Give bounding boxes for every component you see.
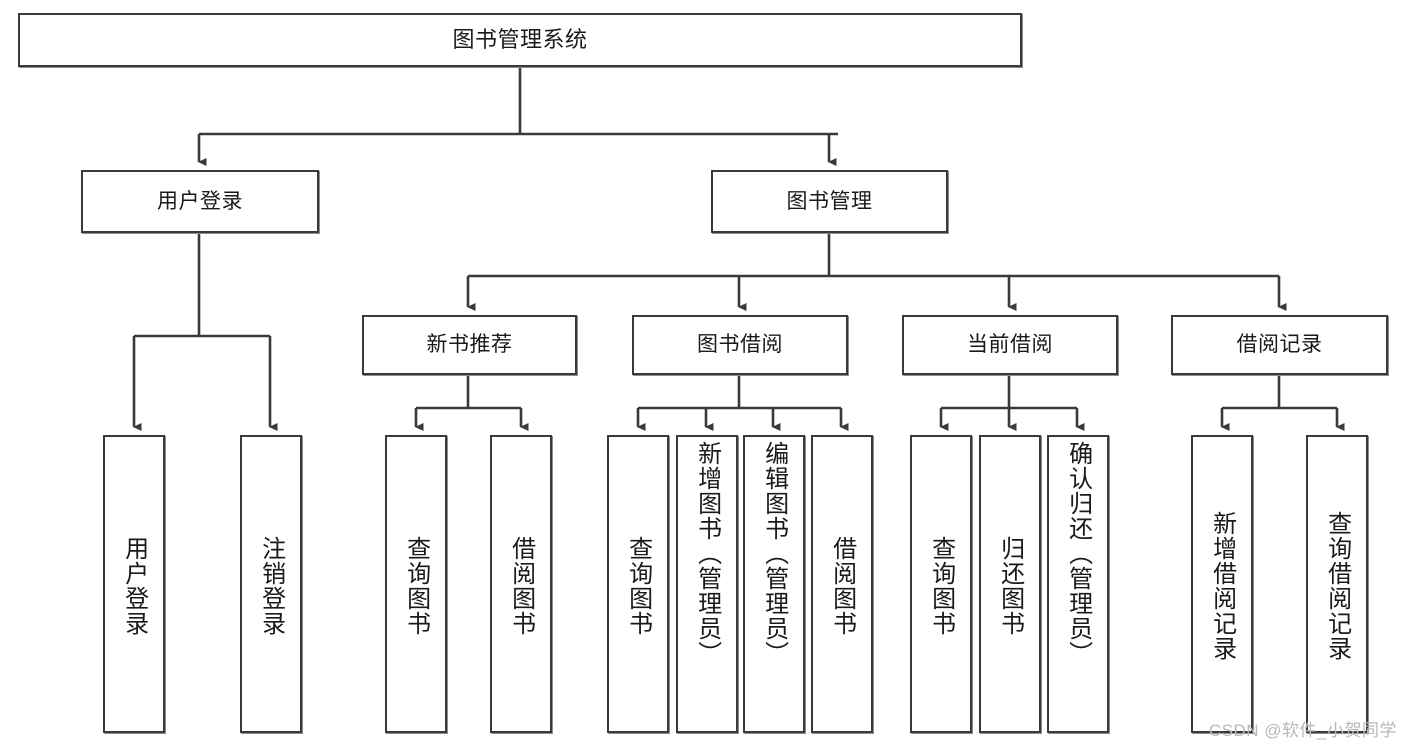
node-leaf-user-login[interactable]: 用户登录 <box>103 435 165 733</box>
watermark-text: CSDN @软件_小贺同学 <box>1208 721 1397 740</box>
edge-group-book-borrow <box>636 375 849 431</box>
node-book-borrow[interactable]: 图书借阅 <box>632 315 848 375</box>
node-leaf-query-book-3-label: 查询图书 <box>927 536 955 636</box>
edge-group-user-login <box>132 233 278 431</box>
node-leaf-return-book-label: 归还图书 <box>996 536 1024 636</box>
node-borrow-record[interactable]: 借阅记录 <box>1171 315 1388 375</box>
node-leaf-logout-login-label: 注销登录 <box>257 536 285 636</box>
node-current-borrow-label: 当前借阅 <box>967 333 1053 357</box>
edge-group-new-book-recommend <box>414 375 529 431</box>
edge-group-book-management <box>466 233 1287 311</box>
node-new-book-recommend[interactable]: 新书推荐 <box>362 315 577 375</box>
node-new-book-recommend-label: 新书推荐 <box>426 333 513 357</box>
node-leaf-query-book-1-label: 查询图书 <box>402 536 430 636</box>
node-leaf-add-record-label: 新增借阅记录 <box>1208 511 1236 661</box>
node-leaf-query-book-2[interactable]: 查询图书 <box>607 435 669 733</box>
node-user-login-label: 用户登录 <box>157 189 243 213</box>
node-leaf-query-book-2-label: 查询图书 <box>624 536 652 636</box>
node-leaf-borrow-book-1-label: 借阅图书 <box>507 536 535 636</box>
node-book-management-label: 图书管理 <box>786 189 873 213</box>
node-leaf-add-book-label: 新增图书（管理员） <box>693 441 721 666</box>
node-leaf-user-login-label: 用户登录 <box>120 536 148 636</box>
node-leaf-edit-book-label: 编辑图书（管理员） <box>760 441 788 666</box>
node-current-borrow[interactable]: 当前借阅 <box>902 315 1118 375</box>
node-leaf-borrow-book-2[interactable]: 借阅图书 <box>811 435 873 733</box>
node-root-system[interactable]: 图书管理系统 <box>18 13 1022 67</box>
node-root-system-label: 图书管理系统 <box>452 26 588 52</box>
node-leaf-confirm-return[interactable]: 确认归还（管理员） <box>1047 435 1109 733</box>
node-borrow-record-label: 借阅记录 <box>1236 333 1323 357</box>
node-leaf-query-book-3[interactable]: 查询图书 <box>910 435 972 733</box>
node-leaf-query-record[interactable]: 查询借阅记录 <box>1306 435 1368 733</box>
node-leaf-confirm-return-label: 确认归还（管理员） <box>1064 441 1092 666</box>
node-user-login[interactable]: 用户登录 <box>81 170 319 233</box>
node-leaf-borrow-book-2-label: 借阅图书 <box>828 536 856 636</box>
node-leaf-edit-book[interactable]: 编辑图书（管理员） <box>743 435 805 733</box>
node-leaf-return-book[interactable]: 归还图书 <box>979 435 1041 733</box>
node-book-management[interactable]: 图书管理 <box>711 170 948 233</box>
edge-group-borrow-record <box>1220 375 1345 431</box>
edge-group-root <box>197 67 838 166</box>
node-leaf-query-book-1[interactable]: 查询图书 <box>385 435 447 733</box>
edge-group-current-borrow <box>939 375 1085 431</box>
node-leaf-borrow-book-1[interactable]: 借阅图书 <box>490 435 552 733</box>
node-leaf-logout-login[interactable]: 注销登录 <box>240 435 302 733</box>
node-leaf-query-record-label: 查询借阅记录 <box>1323 511 1351 661</box>
node-book-borrow-label: 图书借阅 <box>697 333 783 357</box>
node-leaf-add-book[interactable]: 新增图书（管理员） <box>676 435 738 733</box>
node-leaf-add-record[interactable]: 新增借阅记录 <box>1191 435 1253 733</box>
